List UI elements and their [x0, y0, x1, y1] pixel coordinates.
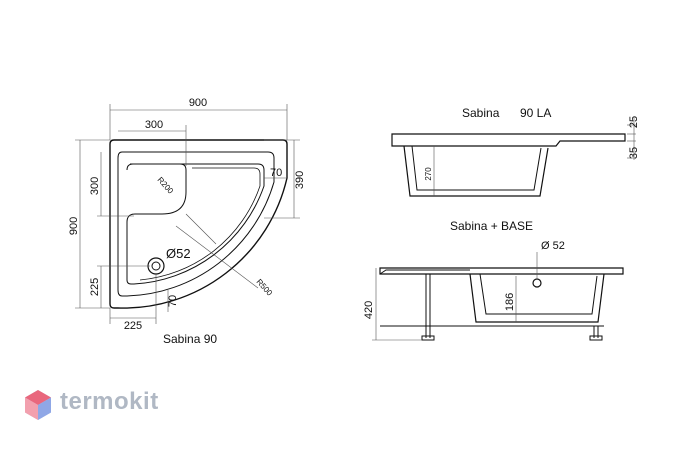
plan-inner-basin	[126, 163, 265, 285]
termokit-logo-icon	[25, 390, 51, 420]
base-drain-label: Ø 52	[541, 240, 565, 252]
dim-186: 186	[504, 293, 516, 311]
plan-drain-outer	[147, 257, 165, 275]
logo-hex-face-c	[38, 397, 51, 420]
plan-seat-outline	[126, 163, 172, 171]
side-body-inner	[411, 145, 542, 191]
dim-35: 35	[628, 147, 640, 159]
side-view: Sabina 90 LA 270 25 35	[391, 106, 640, 197]
dim-900-width: 900	[189, 97, 207, 109]
dim-300-left: 300	[89, 177, 101, 195]
plan-step	[139, 167, 261, 281]
plan-drain-label: Ø52	[166, 246, 191, 261]
base-body	[469, 273, 605, 323]
side-view-model: 90 LA	[520, 106, 551, 120]
plan-outer-outline	[109, 139, 288, 309]
r200-leader	[185, 213, 217, 245]
logo-hex-face-b	[25, 397, 38, 420]
dim-270: 270	[424, 167, 433, 181]
base-step	[379, 269, 470, 275]
r500-leader	[175, 225, 259, 289]
dim-900-height: 900	[68, 217, 80, 235]
plan-drain-inner	[151, 261, 161, 271]
plan-view: 900 300 900 300 225 225 70 70 390	[68, 97, 306, 346]
base-body-inner	[479, 273, 598, 315]
plan-inner-rim	[117, 151, 275, 297]
plan-caption: Sabina 90	[163, 332, 217, 346]
dim-25: 25	[628, 116, 640, 128]
side-rim	[391, 133, 626, 147]
dim-70-bottom: 70	[167, 295, 179, 307]
base-foot	[589, 335, 603, 341]
base-drain	[532, 278, 542, 288]
dim-420: 420	[363, 301, 375, 319]
radius-r200-label: R200	[156, 175, 176, 196]
base-foot	[421, 335, 435, 341]
dim-70-right: 70	[270, 167, 282, 179]
dim-225-bottom: 225	[124, 320, 142, 332]
dim-300-top: 300	[145, 119, 163, 131]
base-rim	[379, 267, 624, 275]
base-view: Sabina + BASE Ø 52 420 186	[363, 219, 624, 341]
dim-390: 390	[294, 171, 306, 189]
side-body	[403, 145, 549, 197]
dim-225-left: 225	[89, 278, 101, 296]
base-view-title: Sabina + BASE	[450, 219, 533, 233]
brand-name: termokit	[60, 388, 159, 415]
side-view-title: Sabina	[462, 106, 500, 120]
